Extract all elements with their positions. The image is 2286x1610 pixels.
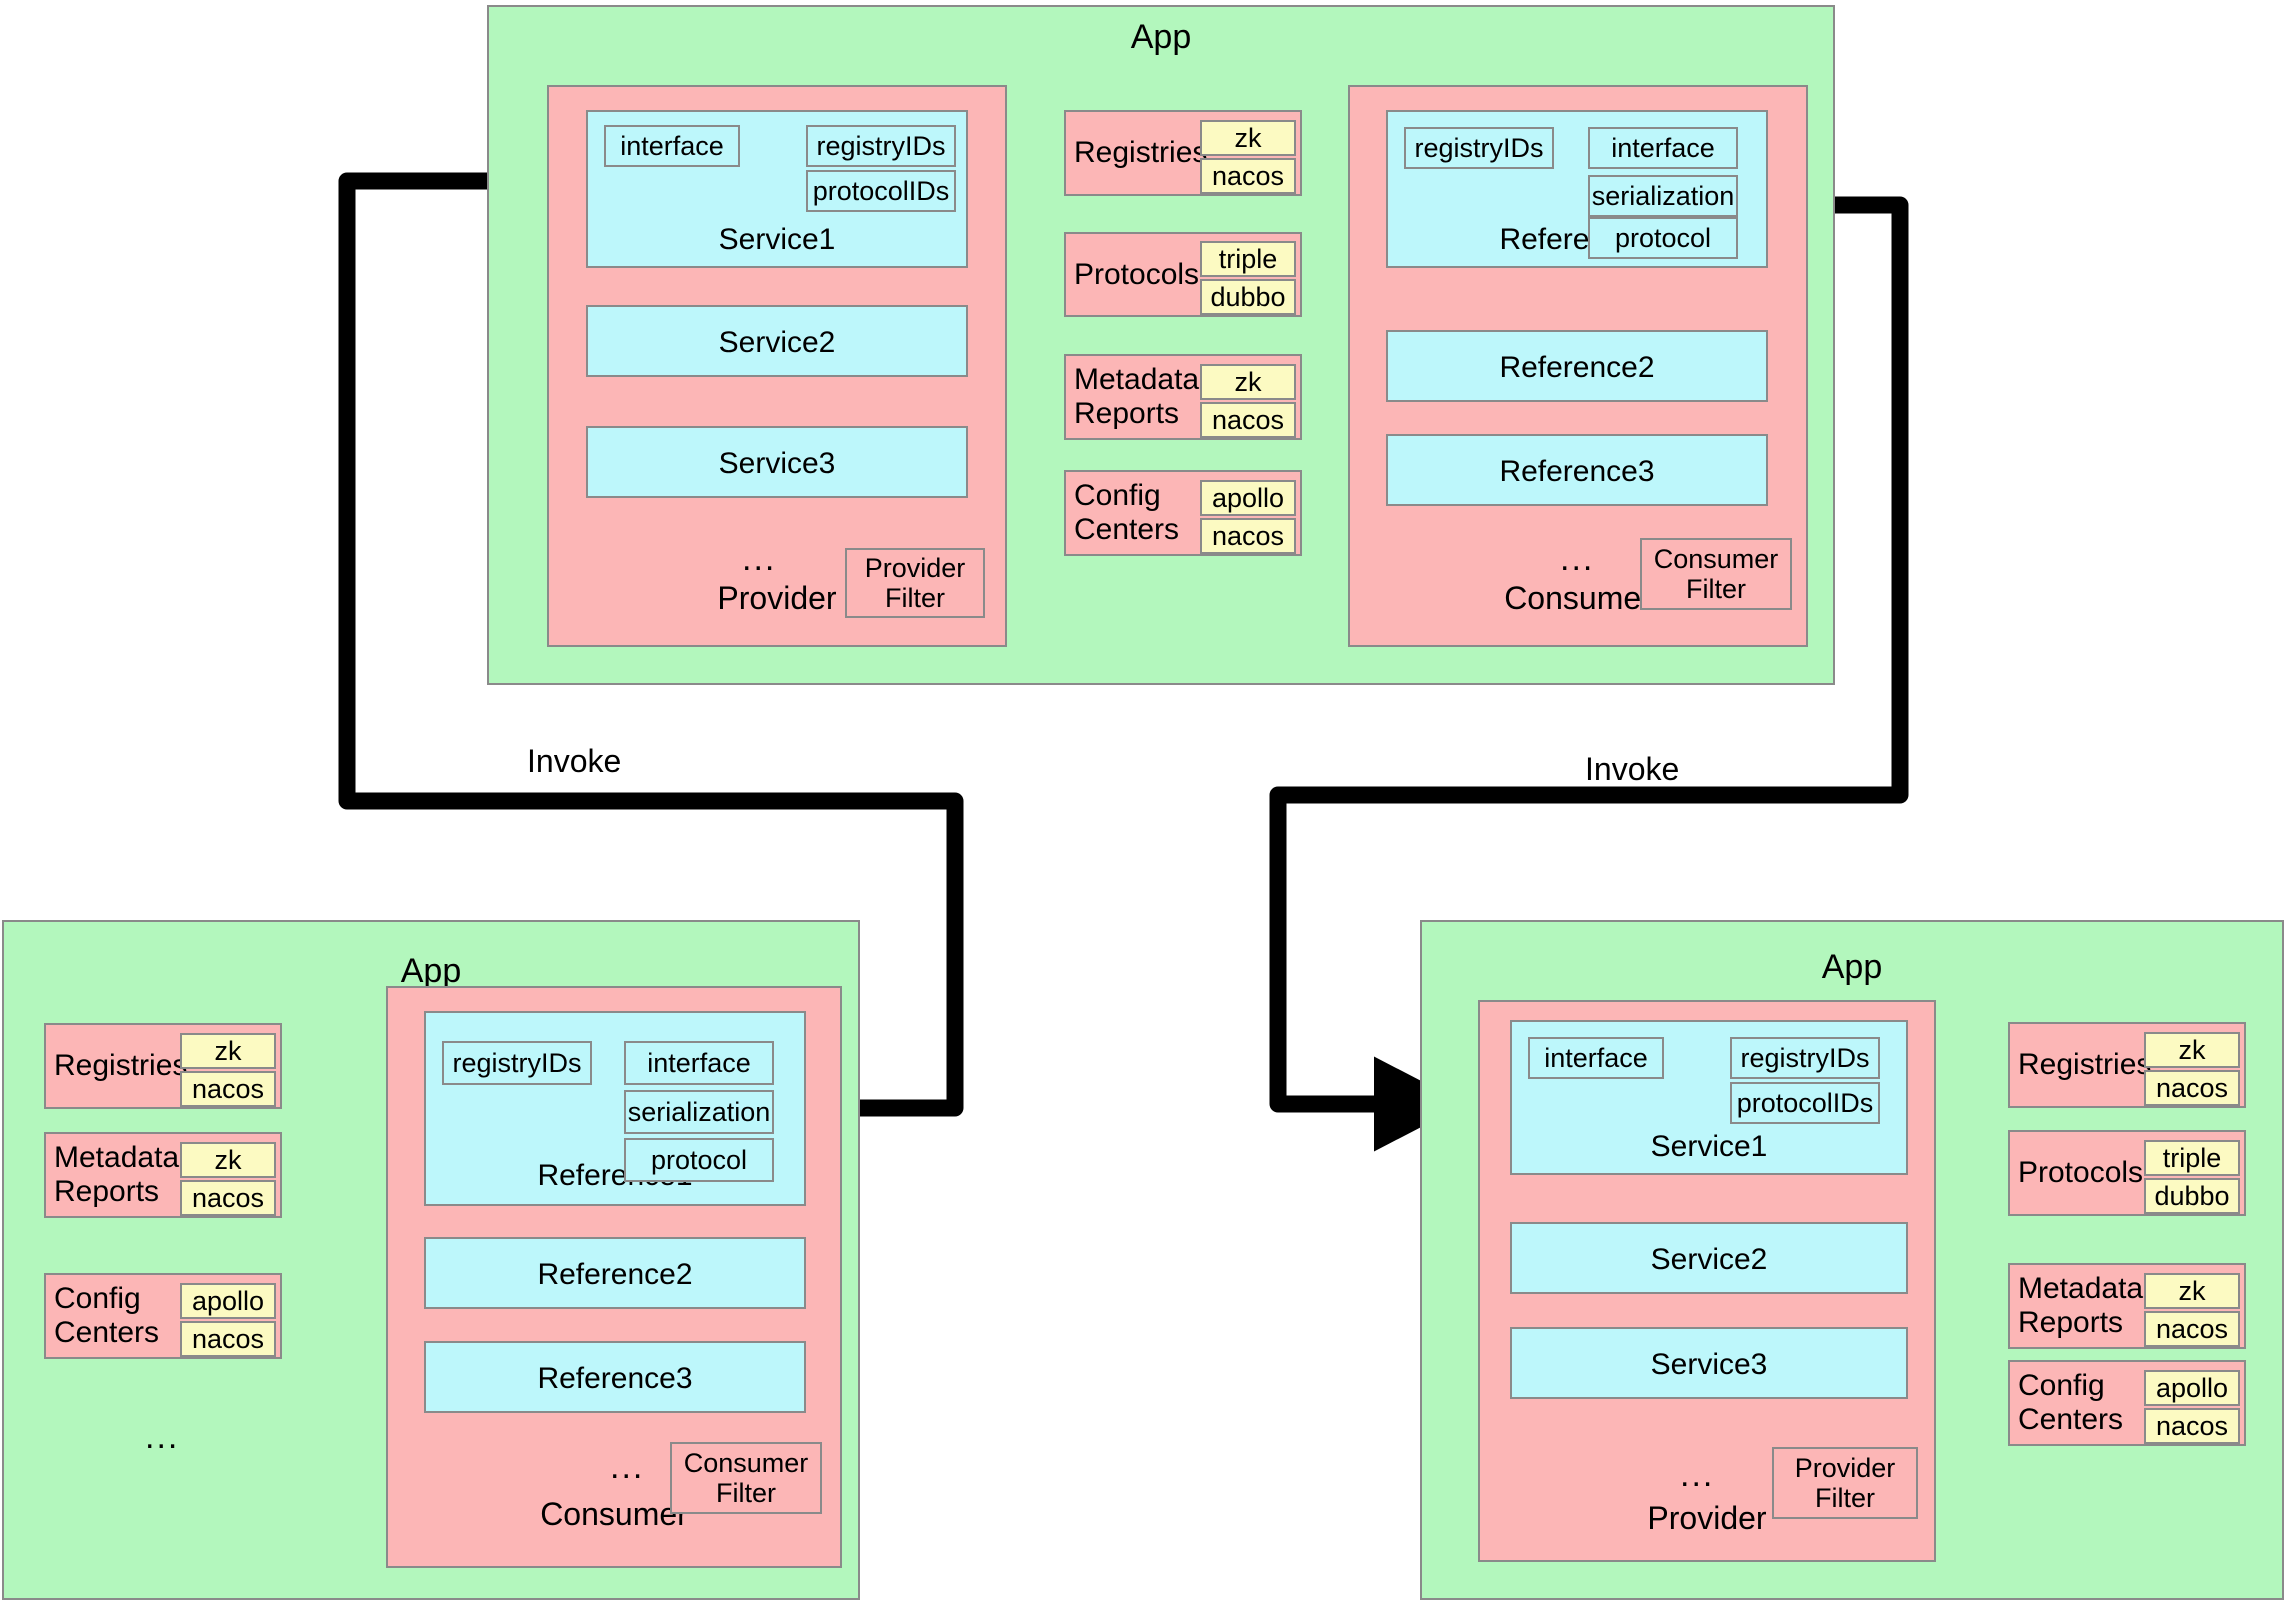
reference1-attr-protocol-top: protocol xyxy=(1588,217,1738,259)
service1-attr-interface-br: interface xyxy=(1528,1037,1664,1079)
protocols-label-br: Protocols xyxy=(2018,1156,2144,1190)
protocols-impl-dubbo-top: dubbo xyxy=(1200,279,1296,315)
service1-attr-registryids-br: registryIDs xyxy=(1730,1037,1880,1079)
config-centers-impl-apollo-br: apollo xyxy=(2144,1370,2240,1406)
registries-impl-zk-top: zk xyxy=(1200,120,1296,156)
service1-label-top: Service1 xyxy=(718,223,836,256)
metadata-reports-impl-zk-br: zk xyxy=(2144,1273,2240,1309)
service3-box-br: Service3 xyxy=(1510,1327,1908,1399)
consumer-filter-top: Consumer Filter xyxy=(1640,538,1792,610)
app-title-bottom-left: App xyxy=(400,952,462,990)
reference2-box-bl: Reference2 xyxy=(424,1237,806,1309)
reference1-attr-serialization-bl: serialization xyxy=(624,1090,774,1134)
provider-filter-top: Provider Filter xyxy=(845,548,985,618)
reference2-box-top: Reference2 xyxy=(1386,330,1768,402)
config-centers-label-br: Config Centers xyxy=(2018,1369,2124,1436)
service3-box-top: Service3 xyxy=(586,426,968,498)
registries-label-top: Registries xyxy=(1074,136,1208,170)
config-centers-impl-nacos-top: nacos xyxy=(1200,518,1296,554)
consumer-filter-label-bl: Consumer Filter xyxy=(683,1447,809,1508)
protocols-impl-triple-br: triple xyxy=(2144,1140,2240,1176)
metadata-reports-impl-zk-top: zk xyxy=(1200,364,1296,400)
service1-attr-interface-top: interface xyxy=(604,125,740,167)
app-title-top: App xyxy=(1130,18,1192,56)
reference1-attr-serialization-top: serialization xyxy=(1588,175,1738,217)
reference1-attr-interface-top: interface xyxy=(1588,127,1738,169)
service3-label-br: Service3 xyxy=(1650,1348,1768,1381)
service1-attr-protocolids-top: protocolIDs xyxy=(806,170,956,212)
service3-label-top: Service3 xyxy=(718,447,836,480)
config-centers-label-top: Config Centers xyxy=(1074,479,1180,546)
consumer-label-top: Consumer xyxy=(1504,580,1652,616)
provider-label-br: Provider xyxy=(1647,1500,1767,1536)
consumer-ellipsis-top: ... xyxy=(1560,540,1595,578)
reference3-label-bl: Reference3 xyxy=(537,1362,693,1395)
reference1-attr-registryids-bl: registryIDs xyxy=(442,1041,592,1085)
consumer-ellipsis-bl: ... xyxy=(610,1448,645,1486)
provider-filter-br: Provider Filter xyxy=(1772,1447,1918,1519)
provider-filter-label-br: Provider Filter xyxy=(1794,1452,1896,1513)
reference1-attr-registryids-top: registryIDs xyxy=(1404,127,1554,169)
consumer-label-bl: Consumer xyxy=(540,1496,688,1532)
config-centers-impl-nacos-br: nacos xyxy=(2144,1408,2240,1444)
metadata-reports-label-bl: Metadata Reports xyxy=(54,1141,180,1208)
reference3-box-bl: Reference3 xyxy=(424,1341,806,1413)
provider-label-top: Provider xyxy=(717,580,837,616)
protocols-label-top: Protocols xyxy=(1074,257,1200,291)
reference3-box-top: Reference3 xyxy=(1386,434,1768,506)
registries-impl-zk-bl: zk xyxy=(180,1033,276,1069)
app-title-bottom-right: App xyxy=(1821,948,1883,986)
registries-impl-nacos-top: nacos xyxy=(1200,158,1296,194)
provider-filter-label-top: Provider Filter xyxy=(864,552,966,613)
metadata-reports-impl-zk-bl: zk xyxy=(180,1142,276,1178)
consumer-filter-bl: Consumer Filter xyxy=(670,1442,822,1514)
protocols-impl-triple-top: triple xyxy=(1200,241,1296,277)
invoke-label-right: Invoke xyxy=(1585,751,1680,787)
service2-label-top: Service2 xyxy=(718,326,836,359)
metadata-reports-impl-nacos-br: nacos xyxy=(2144,1311,2240,1347)
service2-label-br: Service2 xyxy=(1650,1243,1768,1276)
provider-ellipsis-top: ... xyxy=(742,540,777,578)
metadata-reports-impl-nacos-bl: nacos xyxy=(180,1180,276,1216)
service1-attr-protocolids-br: protocolIDs xyxy=(1730,1082,1880,1124)
registries-impl-nacos-bl: nacos xyxy=(180,1071,276,1107)
metadata-reports-impl-nacos-top: nacos xyxy=(1200,402,1296,438)
config-centers-impl-apollo-top: apollo xyxy=(1200,480,1296,516)
config-centers-impl-apollo-bl: apollo xyxy=(180,1283,276,1319)
infra-ellipsis-bl: ... xyxy=(145,1418,180,1456)
reference1-attr-interface-bl: interface xyxy=(624,1041,774,1085)
metadata-reports-label-br: Metadata Reports xyxy=(2018,1272,2144,1339)
provider-ellipsis-br: ... xyxy=(1680,1456,1715,1494)
invoke-label-left: Invoke xyxy=(527,743,622,779)
registries-impl-zk-br: zk xyxy=(2144,1032,2240,1068)
registries-impl-nacos-br: nacos xyxy=(2144,1070,2240,1106)
reference3-label-top: Reference3 xyxy=(1499,455,1655,488)
service1-label-br: Service1 xyxy=(1650,1130,1768,1163)
consumer-filter-label-top: Consumer Filter xyxy=(1653,543,1779,604)
reference2-label-top: Reference2 xyxy=(1499,351,1655,384)
registries-label-br: Registries xyxy=(2018,1048,2152,1082)
service2-box-top: Service2 xyxy=(586,305,968,377)
service1-attr-registryids-top: registryIDs xyxy=(806,125,956,167)
reference2-label-bl: Reference2 xyxy=(537,1258,693,1291)
reference1-attr-protocol-bl: protocol xyxy=(624,1138,774,1182)
registries-label-bl: Registries xyxy=(54,1049,188,1083)
service2-box-br: Service2 xyxy=(1510,1222,1908,1294)
config-centers-label-bl: Config Centers xyxy=(54,1282,160,1349)
metadata-reports-label-top: Metadata Reports xyxy=(1074,363,1200,430)
config-centers-impl-nacos-bl: nacos xyxy=(180,1321,276,1357)
protocols-impl-dubbo-br: dubbo xyxy=(2144,1178,2240,1214)
